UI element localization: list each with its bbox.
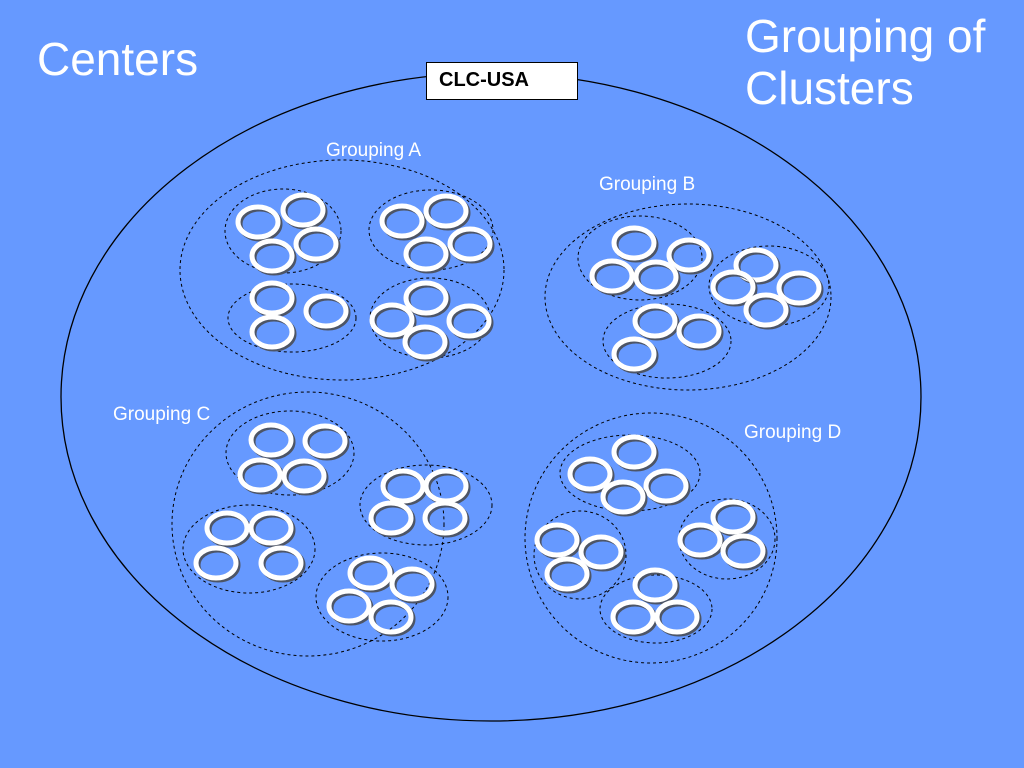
- center-ring: [347, 555, 393, 591]
- center-ring: [380, 468, 426, 504]
- cluster-outline: [225, 410, 355, 496]
- center-ring: [249, 314, 295, 350]
- center-ring: [776, 270, 822, 306]
- center-ring: [193, 545, 239, 581]
- center-ring: [632, 567, 678, 603]
- center-ring: [280, 192, 326, 228]
- center-ring: [326, 588, 372, 624]
- center-ring: [258, 545, 304, 581]
- center-ring: [302, 423, 348, 459]
- cluster-outline: [708, 245, 830, 327]
- center-ring: [402, 324, 448, 360]
- center-ring: [676, 313, 722, 349]
- center-ring: [632, 303, 678, 339]
- center-ring: [611, 336, 657, 372]
- cluster-outline: [602, 303, 732, 379]
- center-ring: [235, 204, 281, 240]
- center-ring: [248, 510, 294, 546]
- center-ring: [446, 303, 492, 339]
- center-ring: [369, 302, 415, 338]
- center-ring: [589, 258, 635, 294]
- cluster-outline: [369, 277, 491, 359]
- center-ring: [567, 456, 613, 492]
- center-ring: [423, 193, 469, 229]
- grouping-label-d: Grouping D: [744, 422, 842, 443]
- center-ring: [578, 534, 624, 570]
- center-ring: [666, 237, 712, 273]
- grouping-label-c: Grouping C: [113, 404, 211, 425]
- cluster-outline: [359, 464, 493, 546]
- center-ring: [249, 238, 295, 274]
- cluster-outline: [577, 215, 703, 301]
- center-ring: [733, 247, 779, 283]
- grouping-outline-a: [179, 159, 505, 381]
- title-grouping-of-clusters: Grouping of Clusters: [745, 10, 986, 114]
- cluster-outline: [227, 283, 357, 353]
- center-ring: [248, 422, 294, 458]
- center-ring: [611, 225, 657, 261]
- center-label-box: CLC-USA: [426, 62, 578, 100]
- center-ring: [643, 468, 689, 504]
- center-ring: [422, 500, 468, 536]
- cluster-outline: [533, 510, 627, 600]
- center-ring: [249, 280, 295, 316]
- center-ring: [654, 599, 700, 635]
- center-ring: [544, 556, 590, 592]
- center-ring: [368, 599, 414, 635]
- center-ring: [204, 510, 250, 546]
- title-line-1: Grouping of: [745, 10, 986, 62]
- cluster-outline: [315, 552, 449, 642]
- center-ring: [403, 280, 449, 316]
- center-ring: [447, 226, 493, 262]
- center-ring: [534, 522, 580, 558]
- grouping-label-a: Grouping A: [326, 140, 422, 161]
- title-centers: Centers: [37, 33, 199, 85]
- center-ring: [293, 226, 339, 262]
- center-ring: [303, 293, 349, 329]
- grouping-outline-c: [171, 391, 445, 657]
- center-ring: [743, 292, 789, 328]
- center-ring: [389, 566, 435, 602]
- center-ring: [600, 479, 646, 515]
- cluster-outline: [599, 574, 713, 644]
- grouping-outline-b: [544, 203, 832, 391]
- center-ring: [237, 457, 283, 493]
- title-line-2: Clusters: [745, 61, 914, 114]
- cluster-outline: [182, 504, 316, 594]
- center-ring: [403, 236, 449, 272]
- center-ring: [611, 434, 657, 470]
- center-ring: [379, 203, 425, 239]
- center-ring: [610, 599, 656, 635]
- center-ring: [633, 259, 679, 295]
- grouping-label-b: Grouping B: [599, 174, 696, 195]
- center-ring: [281, 458, 327, 494]
- center-ring: [368, 500, 414, 536]
- center-ring: [710, 269, 756, 305]
- grouping-outline-d: [524, 412, 778, 664]
- center-ring: [677, 522, 723, 558]
- center-ring: [710, 499, 756, 535]
- center-outline: [60, 72, 922, 722]
- center-ring: [720, 533, 766, 569]
